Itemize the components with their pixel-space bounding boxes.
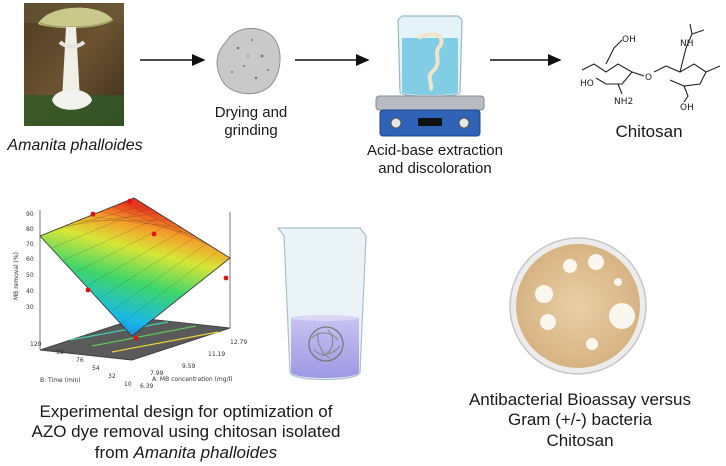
y-axis-label: MB removal (%) xyxy=(13,252,20,300)
svg-text:9.59: 9.59 xyxy=(182,363,196,370)
o-bridge-label: O xyxy=(645,73,652,83)
svg-text:6.39: 6.39 xyxy=(140,383,154,390)
svg-text:60: 60 xyxy=(26,256,34,263)
design-point xyxy=(223,275,229,281)
svg-text:70: 70 xyxy=(26,241,34,248)
chitosan-structure xyxy=(581,23,721,103)
z-axis-ticks: 90 80 70 60 50 40 30 xyxy=(26,211,34,311)
design-point xyxy=(85,287,91,293)
svg-text:30: 30 xyxy=(26,304,34,311)
svg-text:40: 40 xyxy=(26,288,34,295)
svg-text:120: 120 xyxy=(30,341,42,348)
svg-text:54: 54 xyxy=(92,365,100,372)
chitosan-caption: Chitosan xyxy=(615,122,683,141)
oh-top-label: OH xyxy=(622,35,636,45)
svg-text:90: 90 xyxy=(26,211,34,218)
svg-text:50: 50 xyxy=(26,272,34,279)
response-surface xyxy=(39,197,231,337)
svg-text:11.19: 11.19 xyxy=(208,351,225,358)
design-point xyxy=(151,231,157,237)
surface-plot: 90 80 70 60 50 40 30 MB removal (%) 120 … xyxy=(13,197,247,390)
bioassay-caption: Antibacterial Bioassay versus Gram (+/-)… xyxy=(468,390,692,450)
adsorption-beaker-icon xyxy=(276,227,367,381)
b-axis-label: B: Time (min) xyxy=(40,377,81,384)
a-axis-label: A: MB concentration (mg/l) xyxy=(152,376,233,383)
mushroom-photo xyxy=(24,3,124,126)
a-axis-ticks: 6.39 7.99 9.59 11.19 12.79 xyxy=(140,339,247,390)
svg-text:32: 32 xyxy=(108,373,116,380)
oh-bottom-label: OH xyxy=(680,103,694,113)
design-point xyxy=(133,335,139,341)
experimental-design-caption: Experimental design for optimization of … xyxy=(31,402,341,462)
design-point xyxy=(90,211,96,217)
svg-text:7.99: 7.99 xyxy=(150,370,164,377)
mushroom-caption: Amanita phalloides xyxy=(7,137,143,154)
b-axis-ticks: 120 98 76 54 32 10 xyxy=(30,341,132,388)
acid-base-caption: Acid-base extraction and discoloration xyxy=(367,142,503,177)
powder-icon xyxy=(216,28,281,95)
drying-caption: Drying and grinding xyxy=(214,104,288,139)
stirrer-beaker-icon xyxy=(375,15,485,137)
svg-text:10: 10 xyxy=(124,381,132,388)
svg-text:76: 76 xyxy=(76,357,84,364)
chitosan-labels: OH NH HO NH2 O OH xyxy=(580,35,694,113)
ho-label: HO xyxy=(580,79,594,89)
nh2-label: NH2 xyxy=(614,97,633,107)
svg-text:12.79: 12.79 xyxy=(230,339,247,346)
svg-text:80: 80 xyxy=(26,226,34,233)
design-point xyxy=(127,198,133,204)
nh-label: NH xyxy=(680,39,694,49)
svg-text:98: 98 xyxy=(56,349,64,356)
petri-dish-icon xyxy=(509,237,647,375)
